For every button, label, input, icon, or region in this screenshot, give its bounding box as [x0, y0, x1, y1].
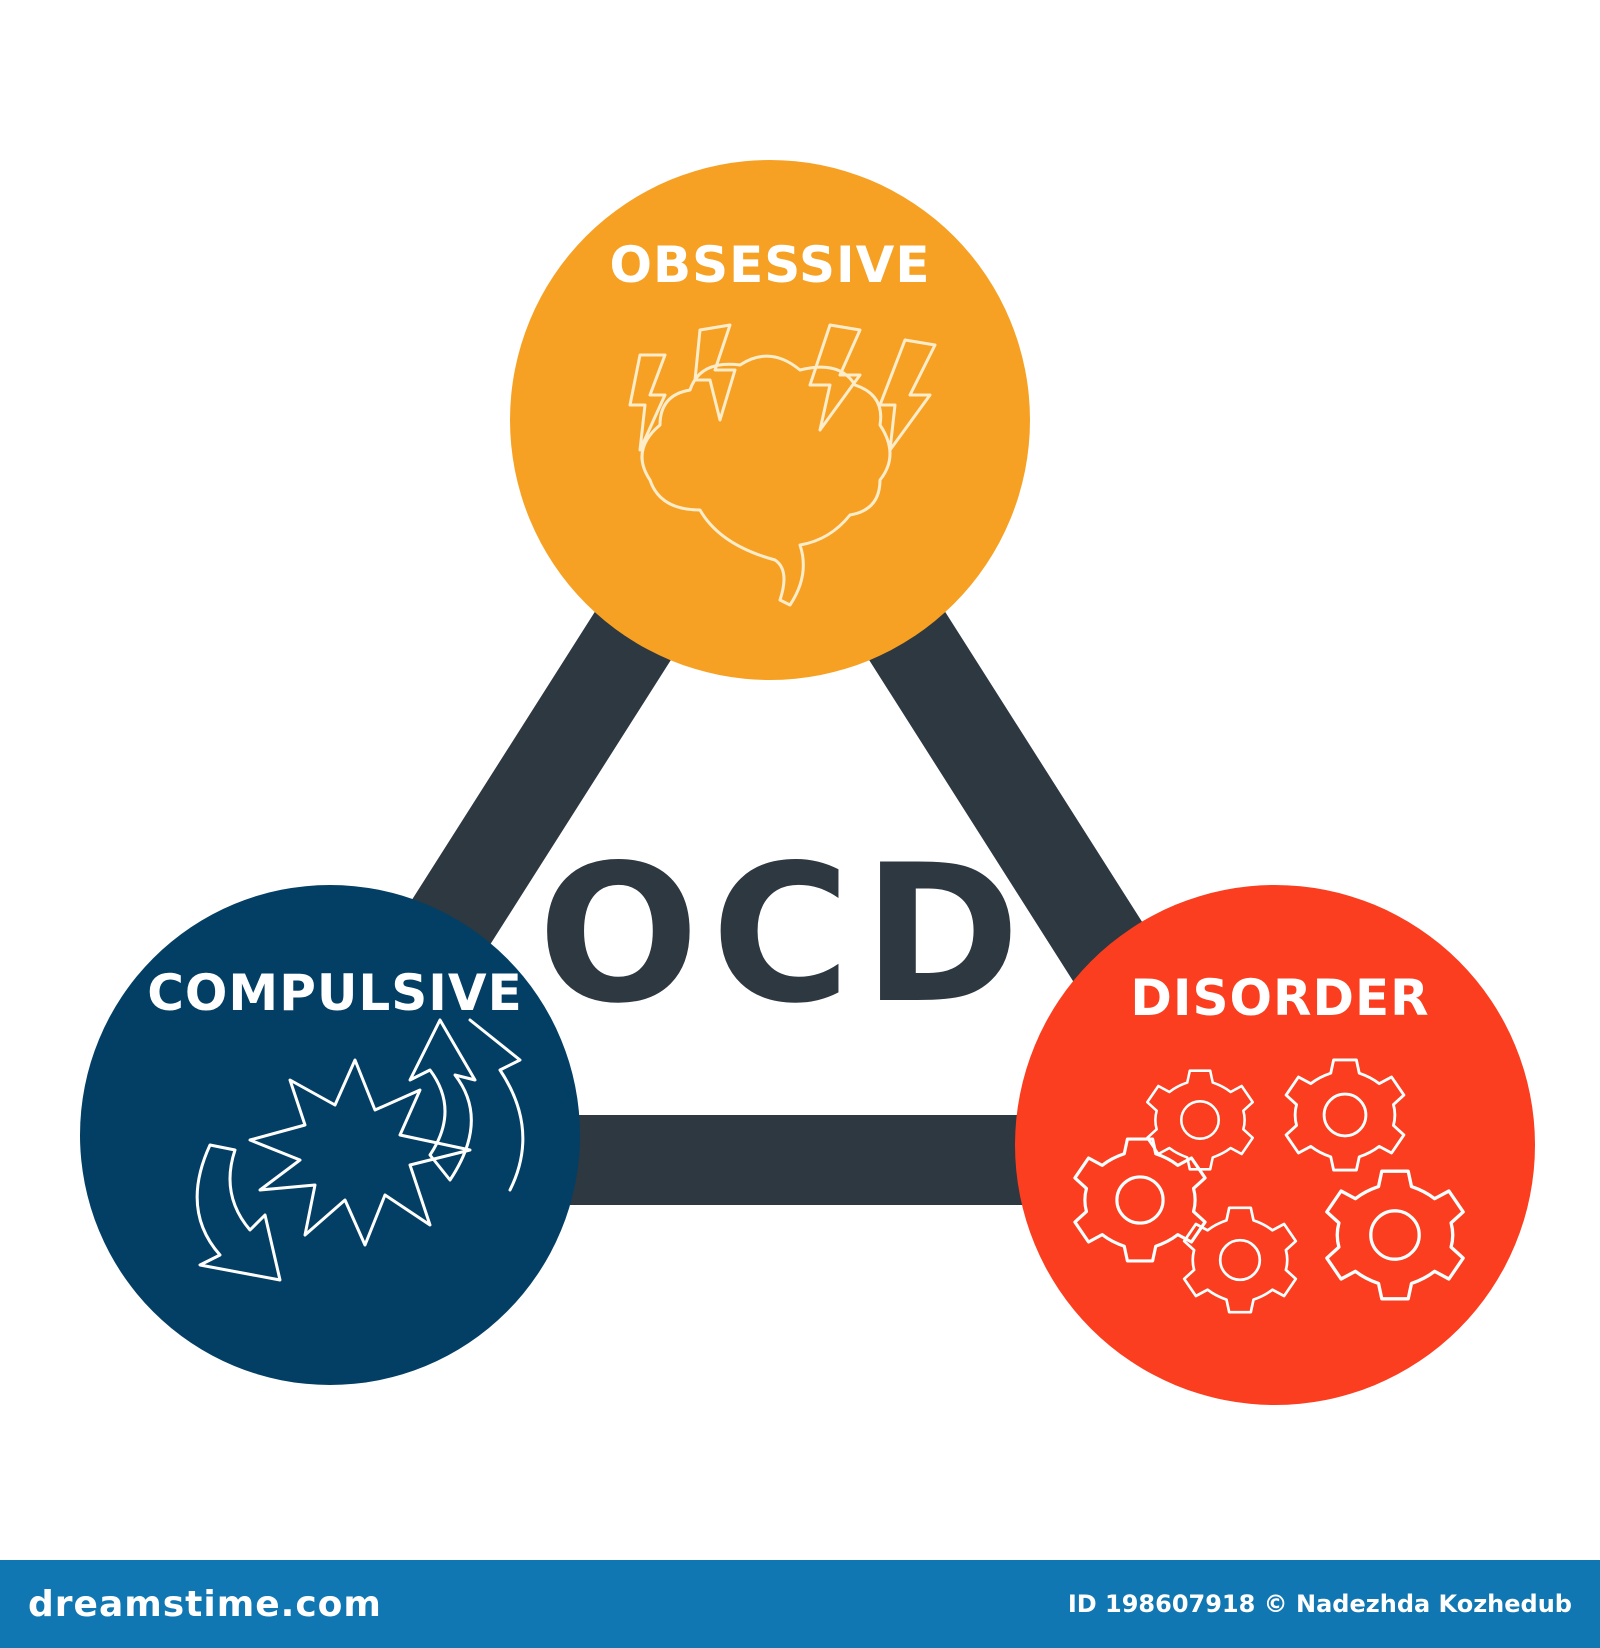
node-compulsive: COMPULSIVE: [80, 885, 580, 1385]
obsessive-circle: [510, 160, 1030, 680]
cycle-burst-icon: [195, 1018, 525, 1282]
brand-watermark[interactable]: dreamstime.com: [28, 1583, 382, 1625]
obsessive-label: OBSESSIVE: [609, 236, 930, 294]
node-obsessive: OBSESSIVE: [510, 160, 1030, 680]
triangle-connector: [218, 336, 1322, 1205]
compulsive-label: COMPULSIVE: [147, 964, 523, 1022]
image-credit: ID 198607918 © Nadezhda Kozhedub: [1067, 1590, 1572, 1618]
footer-bar: dreamstime.com ID 198607918 © Nadezhda K…: [0, 1560, 1600, 1648]
brain-lightning-icon: [628, 323, 937, 607]
disorder-label: DISORDER: [1130, 969, 1429, 1027]
compulsive-circle: [80, 885, 580, 1385]
disorder-circle: [1015, 885, 1535, 1405]
center-label: OCD: [538, 824, 1033, 1045]
ocd-diagram: OCD OBSESSIVE COMPULSIVE DIS: [80, 160, 1535, 1405]
node-disorder: DISORDER: [1015, 885, 1535, 1405]
